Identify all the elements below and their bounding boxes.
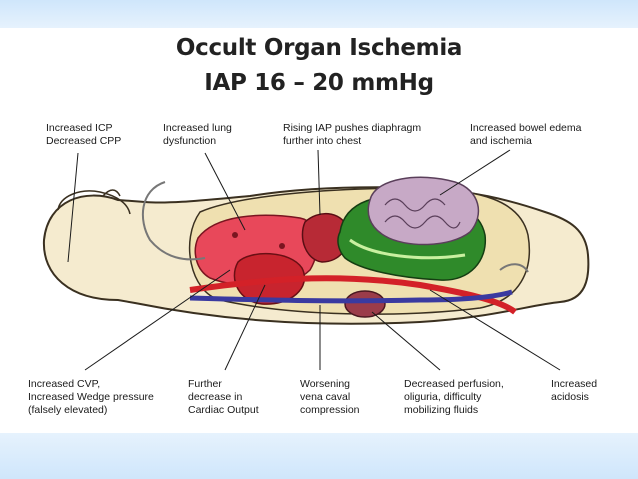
label-cardiac: Further decrease in Cardiac Output — [188, 378, 259, 416]
label-icp: Increased ICP Decreased CPP — [46, 122, 122, 147]
leader-cvp — [84, 269, 231, 371]
vena-cava — [189, 289, 513, 304]
side-tube — [499, 263, 529, 273]
lung-spot — [232, 232, 238, 238]
label-diaphragm: Rising IAP pushes diaphragm further into… — [283, 122, 422, 147]
bowel-loops — [384, 198, 461, 229]
leader-acidosis — [429, 289, 561, 371]
nasal-tube — [142, 181, 206, 261]
leader-lung — [204, 152, 246, 231]
leader-perfusion — [371, 311, 441, 371]
leader-icp — [67, 152, 79, 263]
lung-spot — [279, 243, 285, 249]
leader-diaphragm — [317, 149, 321, 216]
small-bowel — [367, 176, 480, 246]
label-lung: Increased lung dysfunction — [163, 122, 232, 147]
kidney — [344, 290, 386, 318]
label-cvp: Increased CVP, Increased Wedge pressure … — [28, 378, 154, 416]
head-outline — [57, 190, 131, 215]
label-bowel: Increased bowel edema and ischemia — [470, 122, 582, 147]
label-perfusion: Decreased perfusion, oliguria, difficult… — [404, 378, 504, 416]
label-acidosis: Increased acidosis — [551, 378, 598, 403]
top-band — [0, 0, 638, 28]
title-line-1: Occult Organ Ischemia — [175, 35, 463, 61]
nose — [102, 189, 121, 197]
leader-cardiac — [224, 284, 266, 371]
label-caval: Worsening vena caval compression — [300, 378, 360, 416]
bottom-band — [0, 433, 638, 479]
leader-bowel — [439, 149, 511, 196]
title-line-2: IAP 16 – 20 mmHg — [204, 70, 434, 96]
artery — [189, 275, 517, 315]
colon-highlight — [349, 238, 466, 260]
